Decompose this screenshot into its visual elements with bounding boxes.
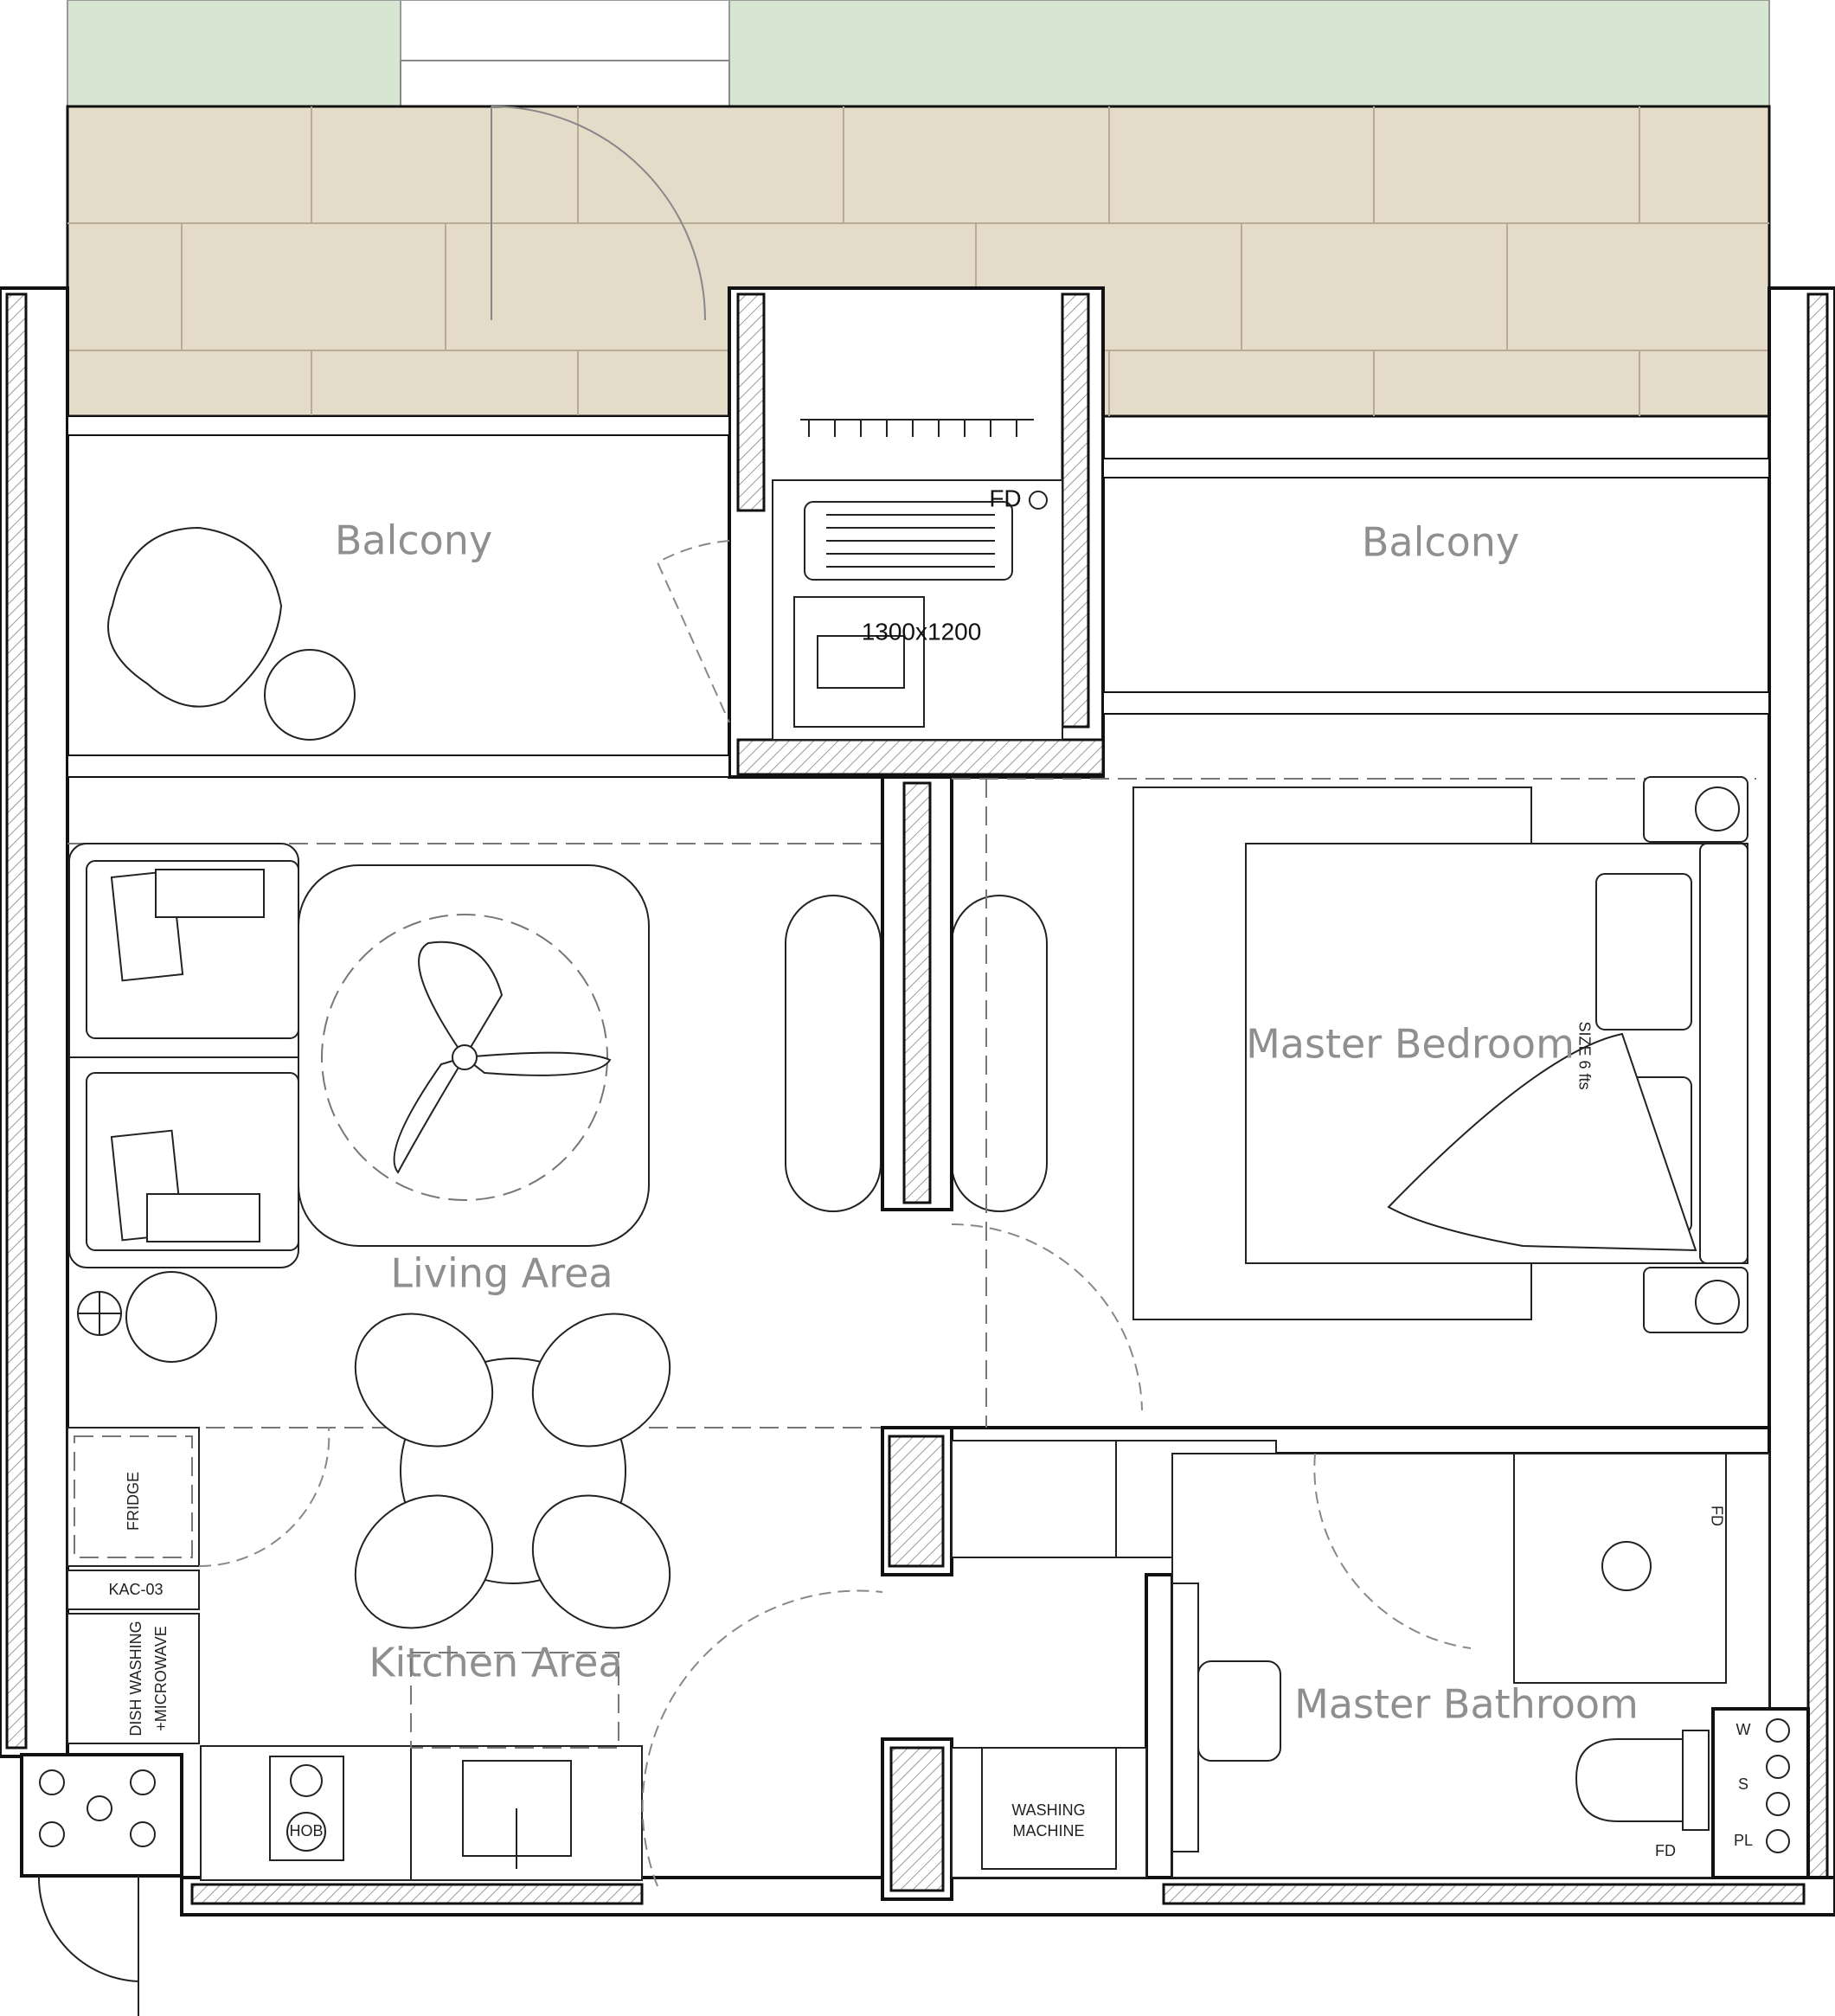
bed-size-label: SIZE 6 fts xyxy=(1575,1021,1593,1089)
panel-label-s: S xyxy=(1738,1775,1748,1793)
bathtub xyxy=(1197,1660,1281,1762)
fd-bath-label: FD xyxy=(1655,1842,1676,1859)
dishwasher-microwave xyxy=(67,1613,200,1744)
bed xyxy=(1245,843,1748,1264)
utility-block-core xyxy=(888,1435,945,1568)
column-sofa-bench xyxy=(785,895,1048,1212)
kitchen-rug xyxy=(410,1652,619,1749)
shower-area xyxy=(1513,1453,1727,1684)
ac-frame xyxy=(793,596,925,728)
shaft-wall-bottom xyxy=(736,738,1105,776)
exterior-walls xyxy=(0,286,1835,1916)
panel-label-w: W xyxy=(1736,1721,1751,1738)
nightstand-top xyxy=(1643,776,1748,843)
floor-lamp-icon xyxy=(77,1291,122,1336)
partition-core xyxy=(902,781,932,1204)
balcony-right-slider xyxy=(1102,691,1770,715)
balcony-left: Balcony xyxy=(67,415,730,778)
service-shaft: FD 1300x1200 xyxy=(728,286,1105,779)
left-wall-core xyxy=(5,292,28,1750)
deck-planks xyxy=(67,106,1769,416)
ceiling-fan-icon xyxy=(393,941,612,1174)
living-area: Living Area xyxy=(67,843,1048,1629)
hob xyxy=(269,1756,344,1861)
switch-icons xyxy=(39,1769,156,1847)
bathroom-divider xyxy=(1145,1573,1174,1879)
microwave-label: +MICROWAVE xyxy=(152,1626,170,1731)
gate-panel xyxy=(400,60,730,107)
fan-circle xyxy=(321,914,608,1201)
balcony-left-slider xyxy=(67,754,730,778)
kitchen-counter xyxy=(200,1745,643,1881)
balcony-right-label: Balcony xyxy=(1362,519,1519,566)
vanity xyxy=(1171,1583,1199,1852)
bottom-wall-core-right xyxy=(1162,1883,1806,1905)
balcony-right-railing xyxy=(1102,458,1770,478)
laundry-wall-core xyxy=(889,1746,945,1892)
ac-unit xyxy=(804,501,1013,581)
kac-unit xyxy=(67,1570,200,1610)
entry-door-swing xyxy=(37,1875,139,2016)
shaft-wall-left xyxy=(736,292,766,512)
bathroom-door-swing xyxy=(1313,1453,1472,1649)
entry-panel xyxy=(20,1753,183,2016)
side-table-balcony xyxy=(264,649,356,741)
ac-box xyxy=(817,635,905,689)
dining-set xyxy=(354,1313,671,1629)
right-wall-core xyxy=(1806,292,1829,1905)
right-panel: W S PL xyxy=(1711,1707,1810,1879)
fridge-door-swing xyxy=(198,1427,330,1568)
panel-box-left xyxy=(20,1753,183,1878)
interior-walls xyxy=(881,775,1771,1901)
master-bedroom: Master Bedroom SIZE 6 fts xyxy=(951,776,1748,1558)
sofa xyxy=(68,843,299,1268)
shower-drain-icon xyxy=(1601,1541,1652,1591)
shaft-wall-right xyxy=(1061,292,1090,729)
ac-grille xyxy=(800,419,1034,437)
master-bathroom: Master Bathroom FD FD xyxy=(1171,1453,1770,1878)
washing-machine xyxy=(981,1747,1117,1870)
grass-area-right xyxy=(728,0,1770,107)
master-bedroom-label: Master Bedroom xyxy=(1246,1021,1575,1068)
panel-label-pl: PL xyxy=(1734,1832,1753,1849)
dish-washing-label: DISH WASHING xyxy=(127,1621,144,1736)
master-bathroom-label: Master Bathroom xyxy=(1294,1681,1639,1728)
grass-area-left xyxy=(67,0,401,107)
hob-label: HOB xyxy=(289,1822,323,1839)
fd-label: FD xyxy=(989,485,1021,511)
toilet xyxy=(1575,1730,1710,1831)
kitchen-area: FRIDGE KAC-03 DISH WASHING +MICROWAVE HO… xyxy=(67,1427,883,1887)
side-table-living xyxy=(125,1271,217,1363)
floor-drain-icon xyxy=(1029,491,1048,510)
ac-dimension-label: 1300x1200 xyxy=(862,618,982,645)
bedroom-door-swing xyxy=(951,1223,1143,1411)
nightstand-bottom xyxy=(1643,1267,1748,1333)
washing-machine-label-2: MACHINE xyxy=(1012,1822,1084,1839)
laundry: WASHING MACHINE xyxy=(951,1747,1147,1878)
fridge-label: FRIDGE xyxy=(125,1472,142,1531)
fd-side-label: FD xyxy=(1708,1506,1725,1526)
balcony-left-label: Balcony xyxy=(335,517,492,564)
kitchen-area-label: Kitchen Area xyxy=(369,1640,622,1686)
lounge-chair xyxy=(107,526,283,708)
bottom-wall-core xyxy=(190,1883,644,1905)
gate-door-swing xyxy=(491,106,706,321)
living-area-label: Living Area xyxy=(390,1250,613,1297)
balcony-left-door-swing xyxy=(656,540,730,723)
kitchen-door-swing xyxy=(641,1589,883,1887)
panel-box-right xyxy=(1711,1707,1810,1879)
kac-label: KAC-03 xyxy=(108,1581,163,1598)
balcony-left-railing xyxy=(67,415,730,436)
washing-machine-label-1: WASHING xyxy=(1011,1801,1085,1819)
balcony-right: Balcony xyxy=(1102,458,1770,715)
fridge xyxy=(67,1427,200,1567)
